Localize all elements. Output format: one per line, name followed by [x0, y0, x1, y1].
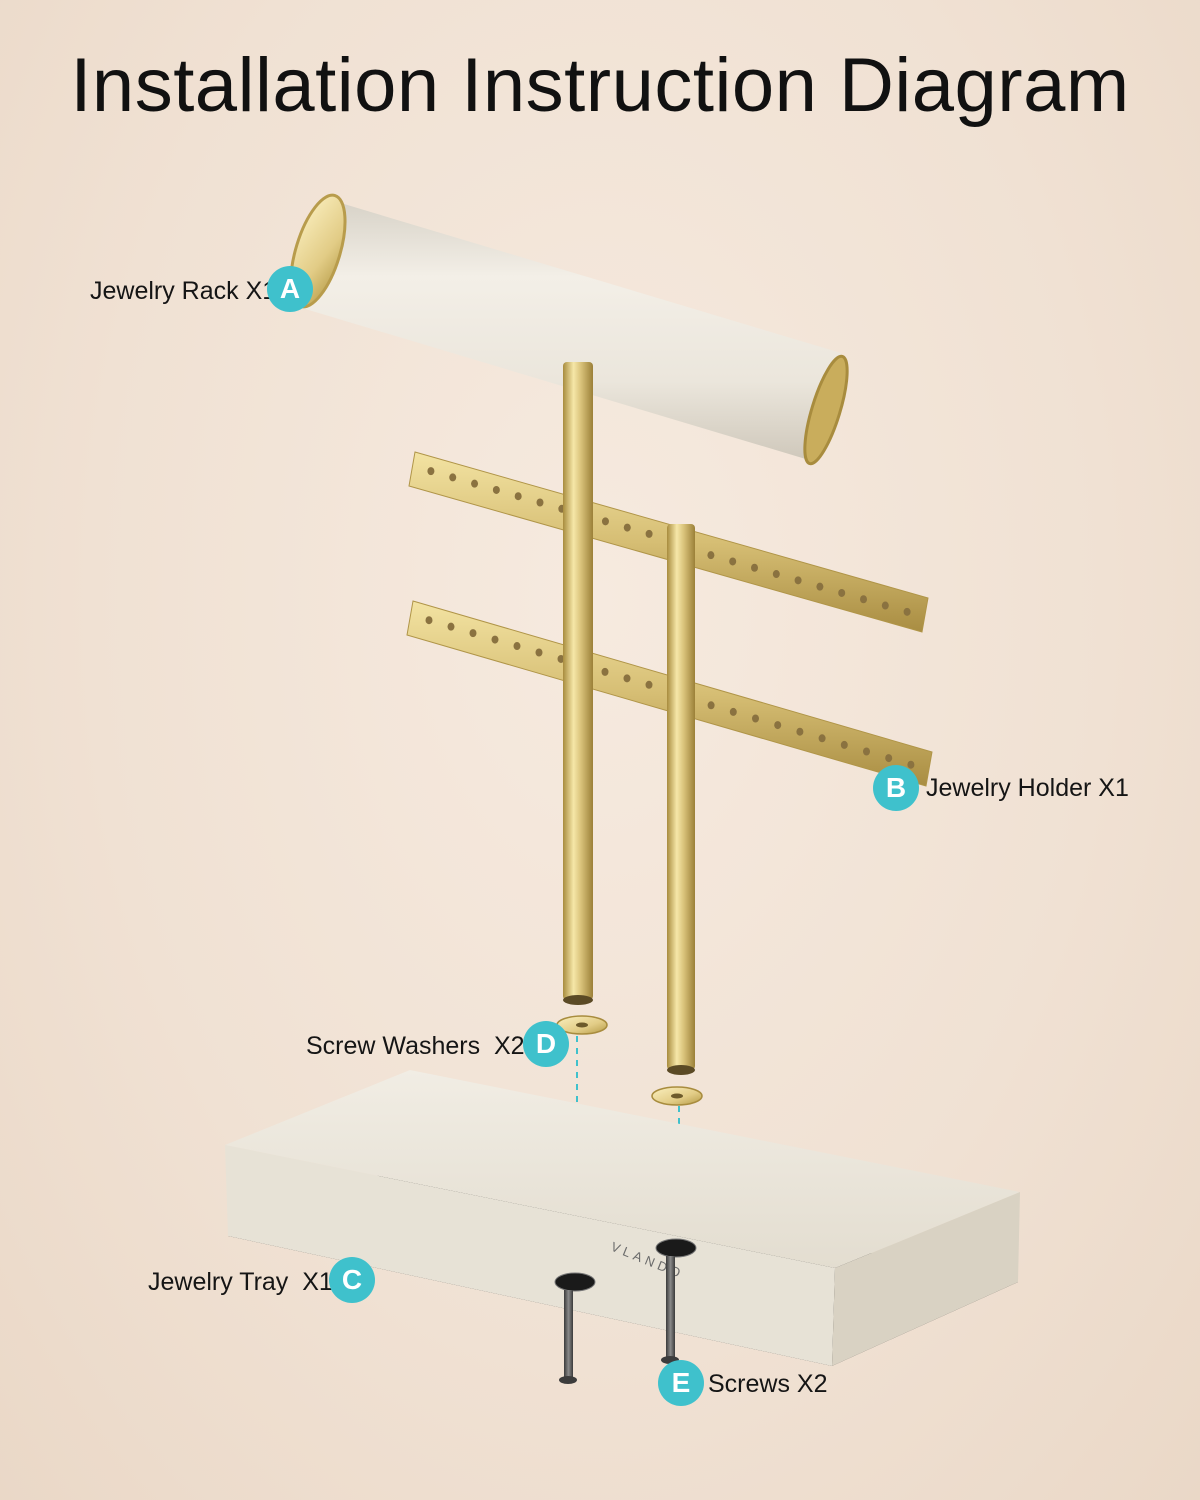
tray-top: [225, 1070, 1020, 1268]
holder-hole: [707, 701, 715, 710]
holder-hole: [794, 576, 802, 585]
holder-hole: [601, 667, 609, 676]
holder-hole: [447, 622, 455, 631]
label-screw-washers: Screw Washers X2: [306, 1032, 525, 1060]
holder-hole: [707, 551, 715, 560]
jewelry-holder-part: [406, 362, 933, 1075]
holder-hole: [774, 721, 782, 730]
holder-hole: [860, 595, 867, 604]
badge-d: D: [523, 1021, 569, 1067]
tray-front: [225, 1145, 835, 1366]
holder-hole: [729, 557, 737, 566]
badge-e: E: [658, 1360, 704, 1406]
rack-tube: [292, 198, 841, 460]
holder-hole: [863, 747, 870, 756]
holder-hole: [751, 563, 758, 572]
holder-hole: [885, 754, 893, 763]
holder-hole: [729, 707, 737, 716]
holder-hole: [492, 485, 500, 494]
holder-hole: [816, 582, 824, 591]
badge-c: C: [329, 1257, 375, 1303]
holder-hole: [772, 570, 780, 579]
holder-hole: [491, 635, 499, 644]
holder-hole: [514, 492, 522, 501]
holder-hole: [840, 740, 848, 749]
holder-hole: [536, 498, 544, 507]
tray-right: [832, 1192, 1020, 1366]
holder-hole: [557, 654, 565, 663]
holder-hole: [427, 467, 435, 476]
rack-end-cap-right: [803, 354, 849, 466]
badge-a: A: [267, 266, 313, 312]
holder-hole: [645, 680, 653, 689]
holder-hole: [903, 607, 911, 616]
holder-hole: [907, 760, 915, 769]
label-jewelry-tray: Jewelry Tray X1: [148, 1268, 333, 1296]
page-title: Installation Instruction Diagram: [70, 43, 1130, 128]
badge-b: B: [873, 765, 919, 811]
holder-hole: [471, 479, 479, 488]
holder-hole: [601, 517, 609, 526]
holder-hole: [752, 714, 759, 723]
screw-washers-part: [556, 1015, 703, 1106]
holder-hole: [449, 473, 457, 482]
holder-hole: [881, 601, 889, 610]
holder-hole: [469, 629, 477, 638]
label-screws: Screws X2: [708, 1370, 828, 1398]
alignment-guides: [576, 1036, 680, 1128]
holder-hole: [645, 529, 653, 538]
label-jewelry-rack: Jewelry Rack X1: [90, 277, 277, 305]
holder-hole: [535, 648, 543, 657]
holder-hole: [838, 588, 846, 597]
jewelry-tray-part: VLANDO: [225, 1070, 1020, 1366]
rack-post: [563, 362, 593, 1000]
holder-hole: [623, 523, 631, 532]
holder-hole: [796, 727, 804, 736]
holder-hole: [425, 616, 433, 625]
holder-hole: [623, 674, 631, 683]
holder-hole: [818, 734, 826, 743]
holder-hole: [513, 642, 521, 651]
label-jewelry-holder: Jewelry Holder X1: [926, 774, 1129, 802]
holder-post: [667, 524, 695, 1070]
